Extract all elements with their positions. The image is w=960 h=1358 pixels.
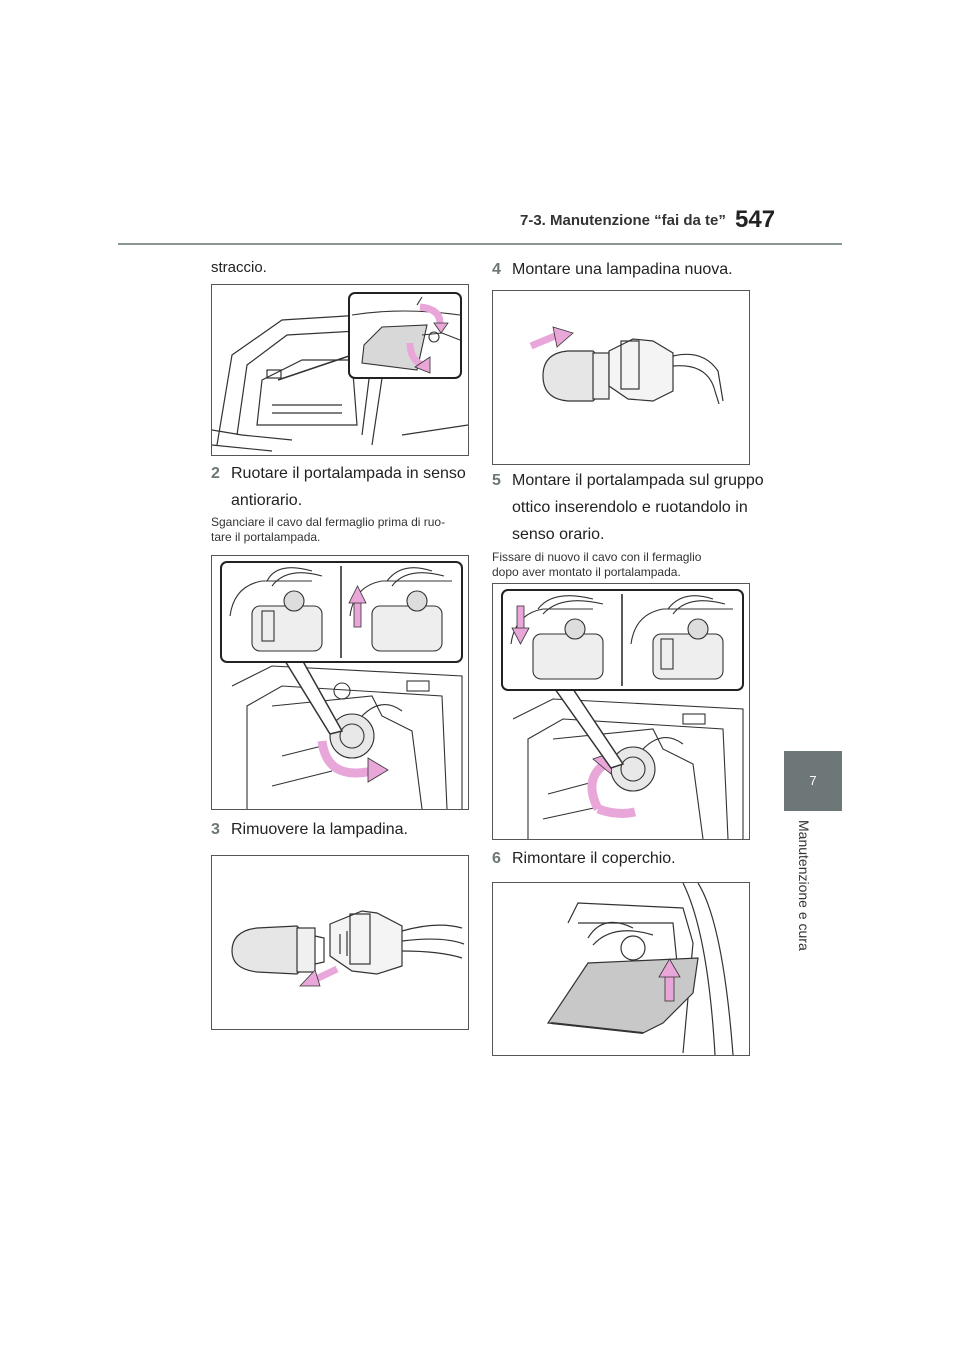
figure-cover-open [211, 284, 469, 456]
section-title: 7-3. Manutenzione “fai da te” [520, 212, 726, 229]
continued-text: straccio. [211, 259, 267, 276]
step-2-line2: antiorario. [231, 492, 303, 509]
step-3: 3 Rimuovere la lampadina. [211, 816, 408, 843]
step-2-number: 2 [211, 465, 220, 482]
step-5-number: 5 [492, 472, 501, 489]
step-6-text: Rimontare il coperchio. [512, 850, 676, 867]
figure-remove-bulb [211, 855, 469, 1030]
step-2-line1: Ruotare il portalampada in senso [231, 465, 466, 482]
note-2-line2: tare il portalampada. [211, 530, 321, 544]
step-4-number: 4 [492, 261, 501, 278]
figure-rotate-ccw [211, 555, 469, 810]
step-3-text: Rimuovere la lampadina. [231, 821, 408, 838]
chapter-title: Manutenzione e cura [796, 820, 812, 951]
step-6-number: 6 [492, 850, 501, 867]
chapter-tab: 7 [784, 751, 842, 811]
header-rule [118, 243, 842, 245]
figure-rotate-cw [492, 583, 750, 840]
step-5: 5 Montare il portalampada sul gruppo ottic… [492, 467, 764, 548]
step-6: 6 Rimontare il coperchio. [492, 845, 676, 872]
note-2-line1: Sganciare il cavo dal fermaglio prima di… [211, 515, 446, 529]
step-5-line1: Montare il portalampada sul gruppo [512, 472, 764, 489]
step-4: 4 Montare una lampadina nuova. [492, 256, 733, 283]
page-number: 547 [735, 206, 776, 233]
step-3-number: 3 [211, 821, 220, 838]
note-5-line1: Fissare di nuovo il cavo con il fermagli… [492, 550, 702, 564]
step-5-line3: senso orario. [512, 526, 605, 543]
chapter-side-label: Manutenzione e cura [792, 820, 812, 960]
note-5: Fissare di nuovo il cavo con il fermagli… [492, 550, 701, 580]
figure-reinstall-cover [492, 882, 750, 1056]
step-2: 2 Ruotare il portalampada in senso antiora… [211, 460, 466, 514]
step-5-line2: ottico inserendolo e ruotandolo in [512, 499, 748, 516]
note-5-line2: dopo aver montato il portalampada. [492, 565, 681, 579]
figure-install-bulb [492, 290, 750, 465]
note-2: Sganciare il cavo dal fermaglio prima di… [211, 515, 445, 545]
step-4-text: Montare una lampadina nuova. [512, 261, 733, 278]
